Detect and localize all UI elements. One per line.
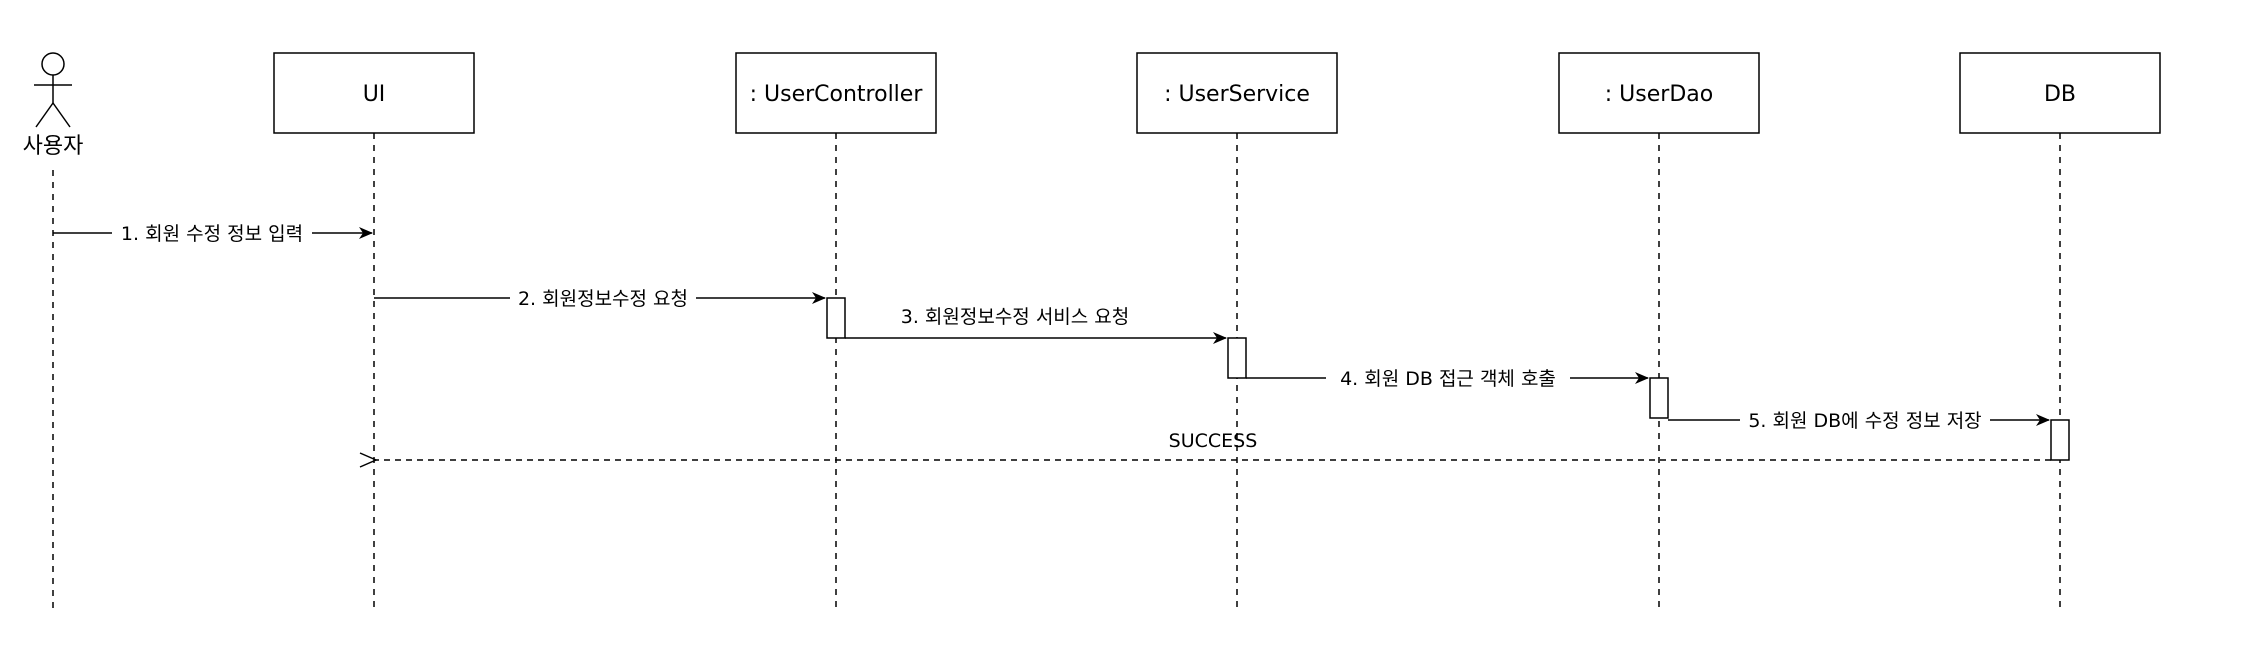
message-5-label: 5. 회원 DB에 수정 정보 저장 (1748, 410, 1981, 432)
message-4-label-bg (1326, 363, 1570, 391)
message-5: 5. 회원 DB에 수정 정보 저장 (1668, 405, 2050, 433)
participant-user-controller-box (735, 52, 937, 134)
message-3-label: 3. 회원정보수정 서비스 요청 (901, 306, 1130, 328)
participant-ui-label: UI (363, 82, 386, 107)
participant-user-dao: : UserDao (1558, 52, 1760, 610)
message-2-label-bg (510, 283, 696, 311)
participant-user-dao-box (1558, 52, 1760, 134)
activation-bar-service (1227, 337, 1247, 379)
message-2: 2. 회원정보수정 요청 (374, 283, 826, 311)
activation-bar-db (2050, 419, 2070, 461)
return-message: SUCCESS (376, 430, 2051, 460)
message-5-label-bg (1740, 405, 1990, 433)
actor-label: 사용자 (23, 134, 84, 159)
participant-db: DB (1959, 52, 2161, 610)
actor: 사용자 (23, 52, 84, 610)
participant-user-service: : UserService (1136, 52, 1338, 610)
message-1-label-bg (112, 218, 312, 246)
participant-user-controller-label: : UserController (750, 82, 924, 107)
activation-bar-dao (1649, 377, 1669, 419)
participant-db-box (1959, 52, 2161, 134)
message-1-label: 1. 회원 수정 정보 입력 (121, 223, 303, 245)
return-message-label: SUCCESS (1169, 430, 1258, 452)
participant-user-controller: : UserController (735, 52, 937, 610)
participant-user-service-box (1136, 52, 1338, 134)
participant-ui: UI (273, 52, 475, 610)
message-4-label: 4. 회원 DB 접근 객체 호출 (1340, 368, 1556, 390)
message-3: 3. 회원정보수정 서비스 요청 (845, 306, 1227, 344)
activation-bar-controller (826, 297, 846, 339)
participant-ui-box (273, 52, 475, 134)
message-1: 1. 회원 수정 정보 입력 (53, 218, 373, 246)
participant-user-dao-label: : UserDao (1605, 82, 1713, 107)
message-2-label: 2. 회원정보수정 요청 (518, 288, 688, 310)
actor-stick-figure-icon (34, 52, 72, 128)
participant-db-label: DB (2044, 82, 2076, 107)
message-4: 4. 회원 DB 접근 객체 호출 (1246, 363, 1649, 391)
participant-user-service-label: : UserService (1164, 82, 1310, 107)
